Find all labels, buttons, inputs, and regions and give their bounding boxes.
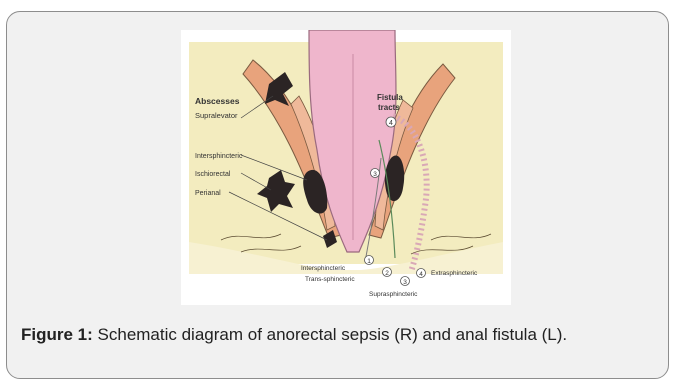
marker-4b-text: 4 [419,271,423,278]
marker-4-bottom: 4 [417,269,426,279]
label-trans-sphincteric: Trans-sphincteric [305,276,355,283]
marker-4-top: 4 [386,117,396,127]
tracts-heading: tracts [378,103,400,112]
caption-text: Schematic diagram of anorectal sepsis (R… [93,325,567,344]
label-suprasphincteric: Suprasphincteric [369,291,418,298]
label-supralevator: Supralevator [195,111,238,120]
label-intersphincteric-abscess: Intersphincteric [195,153,243,160]
label-ischiorectal: Ischiorectal [195,171,231,178]
caption-label: Figure 1: [21,325,93,344]
marker-4-text: 4 [389,120,393,127]
anorectal-diagram: 4 3 1 2 3 4 Abscesses [181,30,511,305]
abscesses-heading: Abscesses [195,96,240,106]
figure-caption: Figure 1: Schematic diagram of anorectal… [21,323,661,347]
marker-3-text: 3 [373,171,377,178]
marker-3-bottom: 3 [401,277,410,287]
marker-3b-text: 3 [403,279,407,286]
marker-1-bottom: 1 [365,256,374,266]
marker-1-text: 1 [367,258,371,265]
label-extrasphincteric: Extrasphincteric [431,270,478,277]
label-perianal: Perianal [195,190,221,197]
fistula-heading: Fistula [377,93,403,102]
marker-2-bottom: 2 [383,268,392,278]
marker-2-text: 2 [385,270,389,277]
label-intersphincteric-tract: Intersphincteric [301,265,346,272]
marker-3-mid: 3 [371,169,380,179]
diagram-svg: 4 3 1 2 3 4 Abscesses [181,30,511,305]
figure-card: 4 3 1 2 3 4 Abscesses [6,11,669,379]
